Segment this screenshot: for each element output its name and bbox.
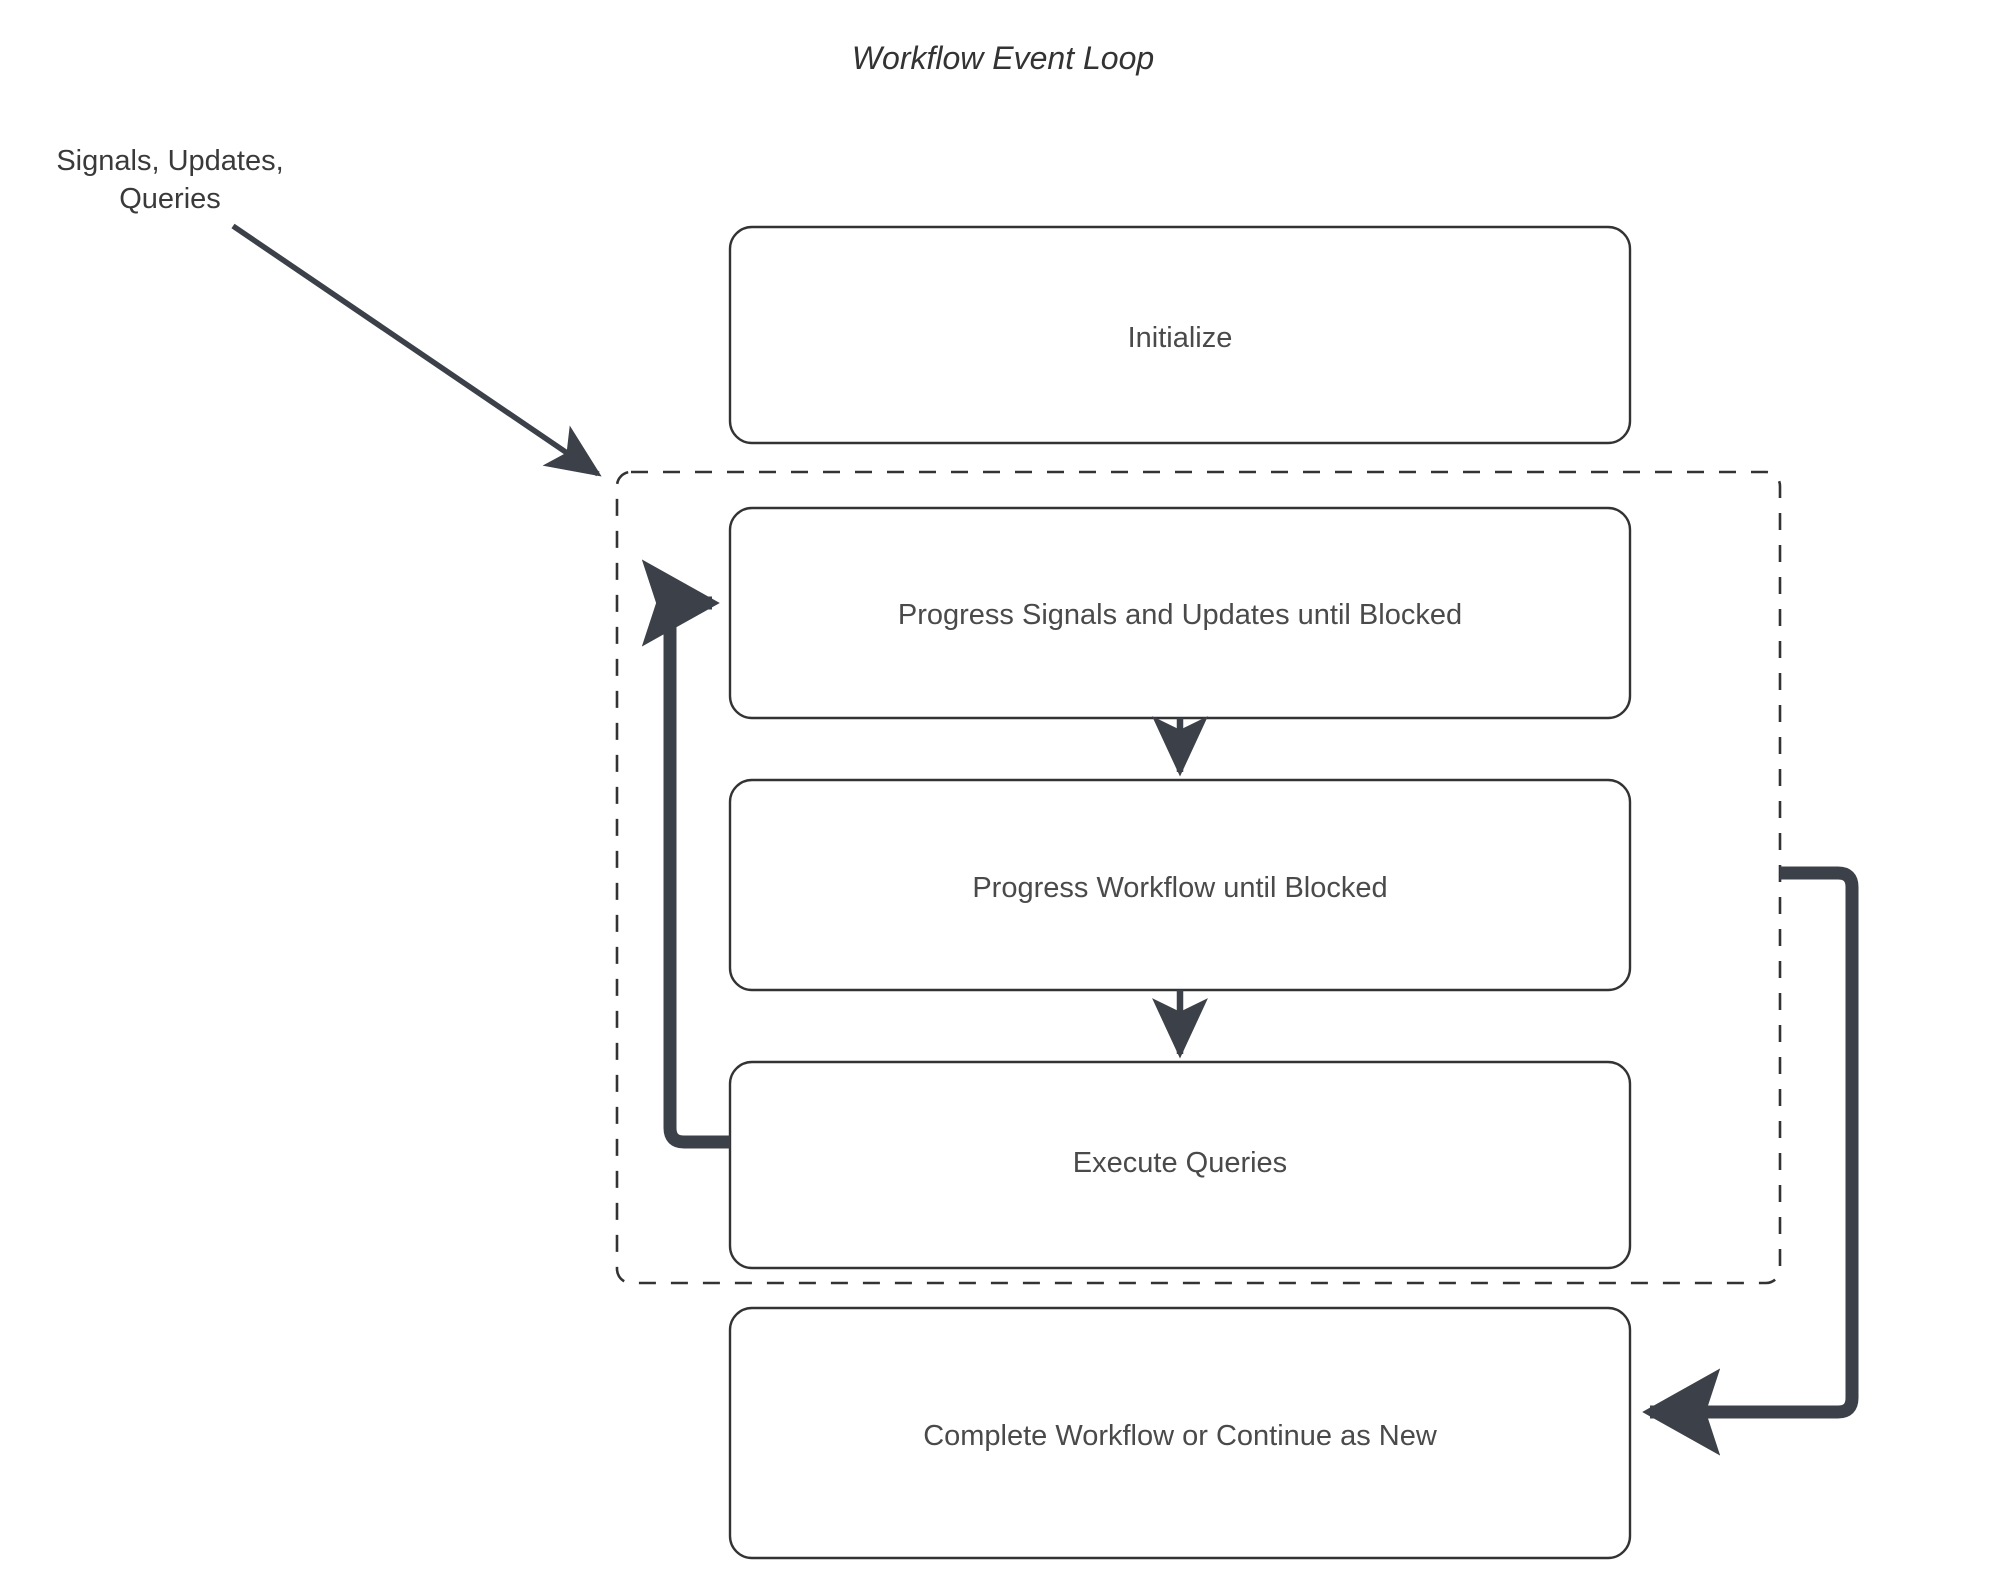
node-box-progress-workflow[interactable] bbox=[728, 778, 1632, 992]
node-box-progress-signals[interactable] bbox=[728, 506, 1632, 720]
edge-group-to-complete-workflow bbox=[1642, 866, 1859, 1456]
edge-signals-to-group bbox=[231, 223, 602, 477]
node-box-initialize[interactable] bbox=[728, 225, 1632, 445]
node-box-execute-queries[interactable] bbox=[728, 1060, 1632, 1270]
node-box-complete-workflow[interactable] bbox=[728, 1306, 1632, 1560]
edge-execute-queries-to-progress-signals bbox=[641, 559, 730, 1149]
